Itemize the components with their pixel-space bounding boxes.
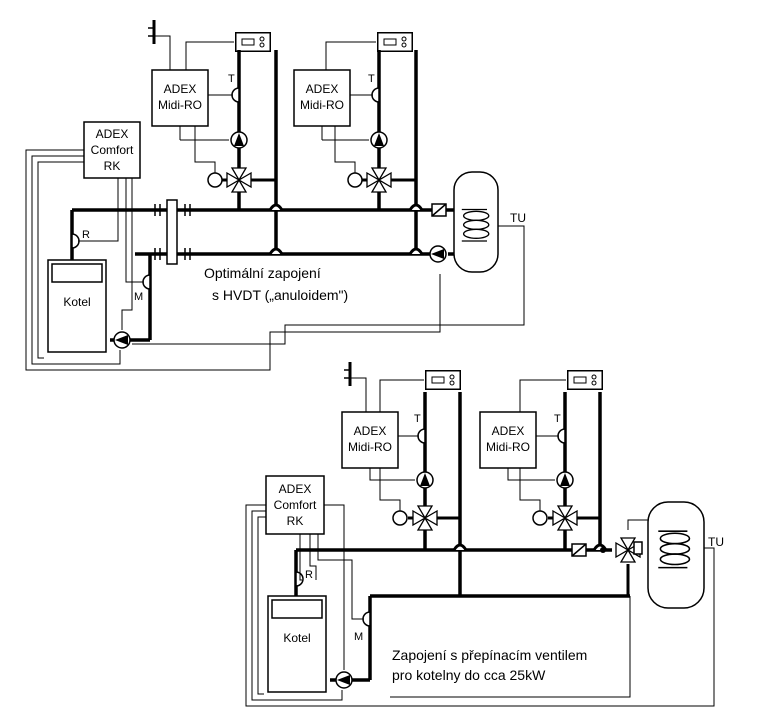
mixing-valve-icon bbox=[552, 505, 578, 531]
valve-actuator-icon bbox=[532, 510, 548, 526]
valve-actuator-icon bbox=[392, 510, 408, 526]
controller-label: ADEX bbox=[306, 82, 339, 96]
boiler-label: Kotel bbox=[283, 631, 310, 645]
sensor-label: T bbox=[368, 73, 375, 85]
tank-pump-icon bbox=[429, 245, 447, 263]
room-thermostat-icon bbox=[424, 370, 462, 390]
room-thermostat-icon bbox=[234, 32, 272, 52]
valve-actuator-icon bbox=[633, 541, 643, 555]
diagram-top: ADEX Midi-RO ADEX Midi-RO T T bbox=[25, 20, 526, 371]
sensor-label: T bbox=[414, 413, 421, 425]
arrow-icon bbox=[600, 547, 606, 553]
caption: pro kotelny do cca 25kW bbox=[392, 667, 546, 683]
control-wiring bbox=[25, 149, 525, 371]
temp-sensor-t: T bbox=[350, 73, 380, 103]
controller-label: ADEX bbox=[164, 82, 197, 96]
controller-label: Comfort bbox=[274, 498, 317, 512]
sensor-label: R bbox=[82, 229, 90, 241]
controller-label: Midi-RO bbox=[486, 440, 530, 454]
sensor-label: T bbox=[554, 413, 561, 425]
controller-label: Midi-RO bbox=[300, 98, 344, 112]
storage-tank: TU bbox=[647, 501, 724, 609]
hydraulic-separator-icon bbox=[154, 199, 191, 265]
temp-sensor-t: T bbox=[398, 413, 426, 444]
zone-controller-left: ADEX Midi-RO bbox=[341, 411, 399, 469]
sensor-label: T bbox=[228, 73, 235, 85]
temp-sensor-t: T bbox=[208, 73, 240, 103]
boiler: Kotel bbox=[267, 595, 327, 693]
controller-label: Midi-RO bbox=[158, 98, 202, 112]
controller-label: ADEX bbox=[492, 424, 525, 438]
zone-pump-icon bbox=[370, 131, 388, 149]
boiler: Kotel bbox=[47, 259, 107, 353]
boiler-pump-icon bbox=[113, 331, 131, 349]
room-thermostat-icon bbox=[376, 32, 414, 52]
zone-pump-icon bbox=[556, 471, 574, 489]
caption: Optimální zapojení bbox=[204, 265, 321, 281]
room-thermostat-icon bbox=[566, 370, 604, 390]
boiler-controller: ADEX Comfort RK bbox=[83, 121, 141, 179]
storage-tank: TU bbox=[453, 171, 526, 273]
controller-label: Midi-RO bbox=[348, 440, 392, 454]
valve-actuator-icon bbox=[347, 172, 363, 188]
sensor-label: M bbox=[134, 291, 143, 303]
sensor-label: R bbox=[305, 569, 313, 581]
zone-pump-icon bbox=[230, 131, 248, 149]
tank-label: TU bbox=[708, 535, 724, 549]
zone-pump-icon bbox=[416, 471, 434, 489]
control-wiring bbox=[245, 504, 715, 707]
zone-controller-right: ADEX Midi-RO bbox=[293, 69, 351, 127]
controller-label: ADEX bbox=[279, 482, 312, 496]
controller-label: ADEX bbox=[96, 127, 129, 141]
mixing-valve-icon bbox=[412, 505, 438, 531]
zone-controller-right: ADEX Midi-RO bbox=[479, 411, 537, 469]
outdoor-sensor-icon bbox=[148, 20, 171, 70]
controller-label: RK bbox=[287, 514, 304, 528]
mixing-valve-icon bbox=[226, 167, 252, 193]
boiler-label: Kotel bbox=[63, 295, 90, 309]
temp-sensor-t: T bbox=[536, 413, 566, 444]
controller-label: Comfort bbox=[91, 143, 134, 157]
boiler-controller: ADEX Comfort RK bbox=[265, 475, 325, 535]
tank-label: TU bbox=[510, 211, 526, 225]
zone-controller-left: ADEX Midi-RO bbox=[151, 69, 209, 127]
controller-label: ADEX bbox=[354, 424, 387, 438]
mixing-valve-icon bbox=[366, 167, 392, 193]
caption: Zapojení s přepínacím ventilem bbox=[392, 647, 587, 663]
outdoor-sensor-icon bbox=[344, 362, 367, 412]
boiler-pump-icon bbox=[335, 671, 353, 689]
controller-label: RK bbox=[104, 159, 121, 173]
caption: s HVDT („anuloidem") bbox=[212, 287, 348, 303]
diagram-bottom: ADEX Midi-RO ADEX Midi-RO T T bbox=[245, 362, 724, 707]
valve-actuator-icon bbox=[207, 172, 223, 188]
sensor-label: M bbox=[354, 631, 363, 643]
